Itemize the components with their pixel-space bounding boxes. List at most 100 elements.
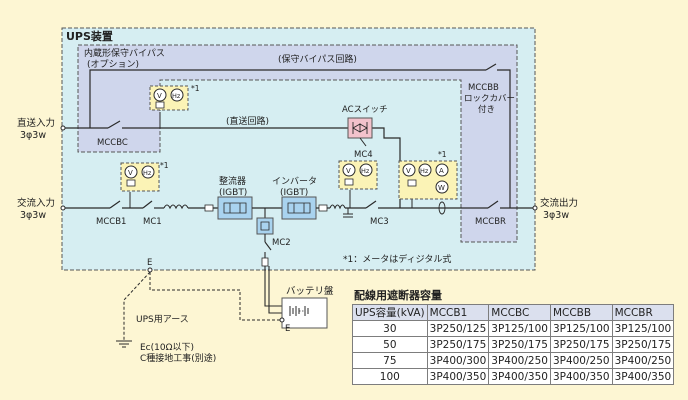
direct-input-label: 直送入力 xyxy=(17,117,55,129)
mc1-switch xyxy=(142,200,153,209)
earth-class-label: C種接地工事(別途) xyxy=(140,352,216,364)
breaker-capacity-table: UPS容量(kVA) MCCB1 MCCBC MCCBB MCCBR 30 3P… xyxy=(352,304,675,385)
table-header-row: UPS容量(kVA) MCCB1 MCCBC MCCBB MCCBR xyxy=(352,304,675,321)
inv-v-label: V xyxy=(346,167,351,175)
table-cell: 3P250/175 xyxy=(488,336,551,353)
table-cell: 3P250/175 xyxy=(426,336,490,353)
table-cell: 3P250/175 xyxy=(611,336,675,353)
out-v-label: V xyxy=(406,167,411,175)
mccb1-switch xyxy=(109,200,121,209)
ups-earth-label: UPS用アース xyxy=(136,314,189,325)
out-meter-mark: *1 xyxy=(438,150,447,159)
table-cell: 75 xyxy=(352,352,428,369)
table-cell: 50 xyxy=(352,336,428,353)
chopper-box xyxy=(256,217,274,235)
direct-hz-label: Hz xyxy=(172,92,181,100)
ac-v-label: V xyxy=(128,169,133,177)
ac-meter-mark: *1 xyxy=(160,161,169,170)
table-cell: 3P400/250 xyxy=(611,352,675,369)
mccbr-switch xyxy=(487,200,499,209)
rectifier-box xyxy=(217,196,253,220)
table-cell: 3P400/250 xyxy=(549,352,613,369)
inverter-sub: (IGBT) xyxy=(280,188,308,198)
battery-fuse-icon xyxy=(261,257,269,267)
table-row: 50 3P250/175 3P250/175 3P250/175 3P250/1… xyxy=(352,336,675,353)
out-hz-meter xyxy=(418,163,432,177)
ac-v-meter xyxy=(124,165,138,179)
rectifier-sub: (IGBT) xyxy=(219,188,247,198)
mc2-label: MC2 xyxy=(272,238,291,248)
battery-panel-label: バッテリ盤 xyxy=(286,285,334,297)
direct-v-label: V xyxy=(157,92,162,100)
mc4-label: MC4 xyxy=(354,150,373,160)
table-row: 75 3P400/300 3P400/250 3P400/250 3P400/2… xyxy=(352,352,675,369)
out-a-meter xyxy=(435,163,449,177)
out-w-meter xyxy=(435,180,449,194)
ac-switch-thyristor-icon xyxy=(352,122,368,134)
table-cell: 3P250/125 xyxy=(426,320,490,337)
ac-output-sub: 3φ3w xyxy=(543,210,569,221)
direct-input-sub: 3φ3w xyxy=(20,130,46,141)
table-header-cell: MCCBB xyxy=(549,304,613,321)
table-cell: 3P400/350 xyxy=(549,368,613,385)
table-header-cell: UPS容量(kVA) xyxy=(352,304,428,321)
inverter-box xyxy=(281,196,317,220)
battery-cable xyxy=(264,266,282,307)
mc3-label: MC3 xyxy=(370,217,389,227)
inv-vt-icon xyxy=(344,178,354,186)
mccbr-label: MCCBR xyxy=(475,217,506,227)
earth-wire-down xyxy=(123,271,151,341)
direct-v-meter xyxy=(153,88,167,102)
inv-fuse-icon xyxy=(318,204,328,212)
ups-title: UPS装置 xyxy=(66,29,113,43)
inv-hz-label: Hz xyxy=(361,167,370,175)
direct-input-terminal xyxy=(60,125,66,131)
ac-input-terminal xyxy=(60,205,66,211)
ac-hz-meter xyxy=(141,165,155,179)
direct-meter-mark: *1 xyxy=(191,84,200,93)
direct-vt-icon xyxy=(155,101,165,109)
input-fuse-icon xyxy=(204,204,214,212)
table-header-cell: MCCBR xyxy=(611,304,675,321)
mccbb-sub1: ロックカバー xyxy=(464,94,515,104)
table-cell: 3P125/100 xyxy=(611,320,675,337)
mc2-switch xyxy=(264,241,272,251)
mc3-switch xyxy=(365,200,377,209)
breaker-table-title: 配線用遮断器容量 xyxy=(354,289,442,302)
ups-earth-terminal xyxy=(147,267,153,273)
table-cell: 3P400/350 xyxy=(426,368,490,385)
mccb1-label: MCCB1 xyxy=(96,217,126,227)
mccbc-switch xyxy=(107,120,121,129)
table-header-cell: MCCBC xyxy=(488,304,551,321)
bypass-option-sub: (オプション) xyxy=(87,59,139,70)
mccbb-to-output xyxy=(497,69,511,208)
bypass-option-title: 内蔵形保守バイパス xyxy=(84,47,165,59)
ac-vt-icon xyxy=(126,179,136,187)
mccbb-label: MCCBB xyxy=(468,83,499,93)
mccbb-sub2: 付き xyxy=(478,104,495,115)
out-v-meter xyxy=(402,163,416,177)
table-cell: 3P400/300 xyxy=(426,352,490,369)
ups-earth-terminal-label: E xyxy=(147,258,152,268)
out-w-label: W xyxy=(438,184,445,192)
out-a-label: A xyxy=(439,167,444,175)
table-cell: 3P250/175 xyxy=(549,336,613,353)
table-cell: 30 xyxy=(352,320,428,337)
table-cell: 3P400/350 xyxy=(488,368,551,385)
output-reactor-icon xyxy=(329,204,346,210)
input-reactor-icon xyxy=(163,204,189,210)
battery-cable-2 xyxy=(268,266,282,314)
inv-v-meter xyxy=(342,163,356,177)
table-cell: 100 xyxy=(352,368,428,385)
ground-icon xyxy=(116,340,132,348)
inv-hz-meter xyxy=(359,163,373,177)
rectifier-igbt-icon xyxy=(223,202,247,214)
out-ct-icon xyxy=(438,201,446,215)
table-cell: 3P400/350 xyxy=(611,368,675,385)
table-row: 100 3P400/350 3P400/350 3P400/350 3P400/… xyxy=(352,368,675,385)
out-vt-icon xyxy=(407,179,417,187)
ac-hz-label: Hz xyxy=(143,169,152,177)
battery-earth-terminal xyxy=(279,317,285,323)
table-header-cell: MCCB1 xyxy=(426,304,490,321)
